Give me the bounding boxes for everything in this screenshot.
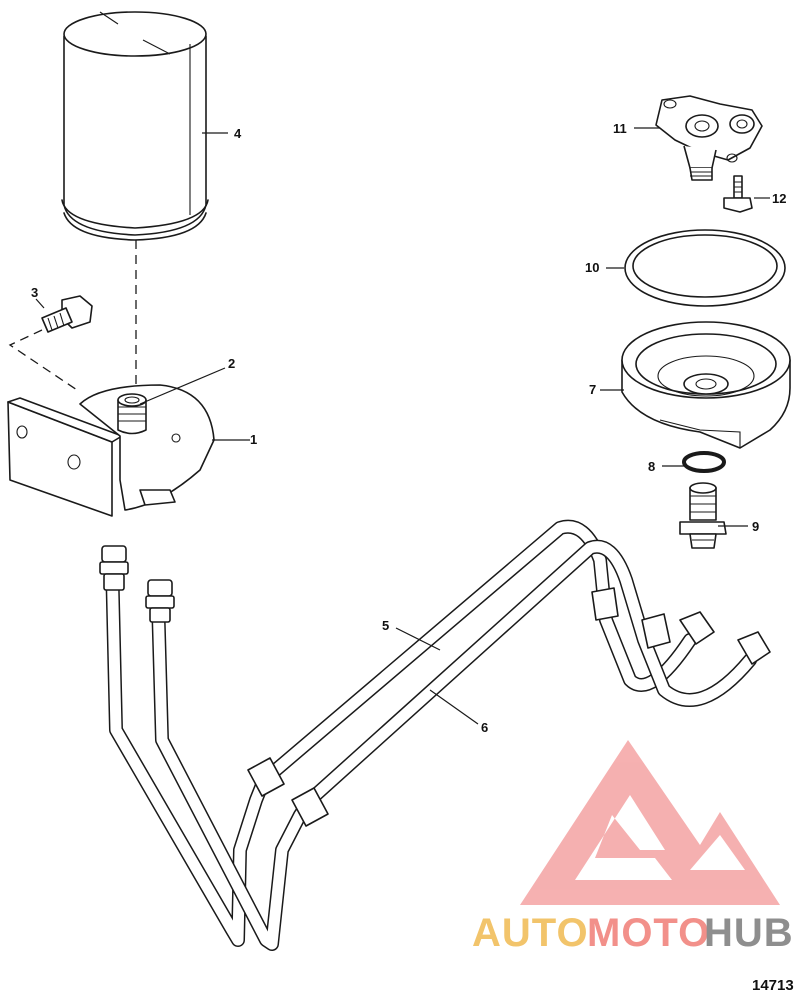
callout-7: 7 <box>589 382 596 397</box>
bolt-dashline <box>8 329 81 393</box>
callout-5: 5 <box>382 618 389 633</box>
part-7-filter-housing <box>621 321 791 449</box>
watermark-text: AUTO MOTO HUB <box>472 911 794 955</box>
part-3-bolt <box>41 295 93 333</box>
part-9-fitting <box>679 482 727 549</box>
part-10-o-ring <box>624 229 786 307</box>
callout-2: 2 <box>228 356 235 371</box>
watermark-auto: AUTO <box>472 911 589 955</box>
part-2-threaded-nipple <box>117 393 147 435</box>
part-12-bolt <box>723 175 753 213</box>
part-11-adapter <box>655 95 763 181</box>
callout-1: 1 <box>250 432 257 447</box>
callout-10: 10 <box>585 260 599 275</box>
callout-9: 9 <box>752 519 759 534</box>
part-1-filter-mount <box>7 384 215 517</box>
part-8-small-o-ring <box>682 451 726 473</box>
watermark-moto: MOTO <box>587 911 710 955</box>
watermark-hub: HUB <box>704 911 794 955</box>
callout-8: 8 <box>648 459 655 474</box>
callouts: 4 2 3 1 5 6 7 8 9 10 11 12 <box>31 121 786 735</box>
callout-11: 11 <box>613 121 627 136</box>
part-4-oil-filter <box>61 11 209 241</box>
leader-lines <box>35 127 770 725</box>
callout-4: 4 <box>234 126 242 141</box>
watermark-logo <box>520 740 780 905</box>
line-fittings <box>99 545 771 827</box>
callout-6: 6 <box>481 720 488 735</box>
figure-number: 14713 <box>752 977 794 994</box>
callout-3: 3 <box>31 285 38 300</box>
callout-12: 12 <box>772 191 786 206</box>
